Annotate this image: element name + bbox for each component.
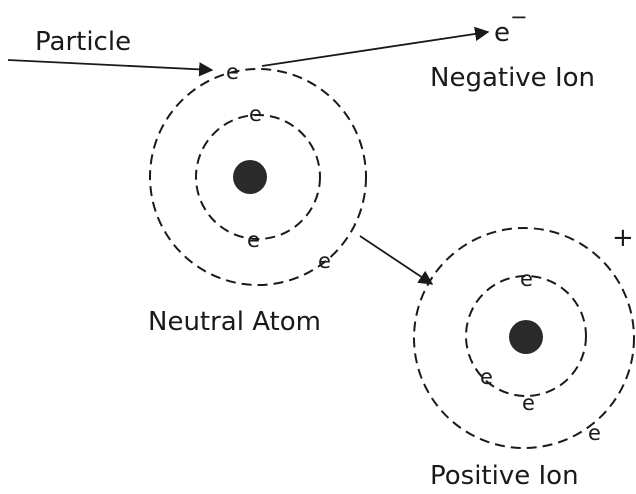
neutral-atom-electron-outer-top: e [226,60,239,84]
neutral-atom: e e e e [149,60,367,286]
neutral-atom-inner-orbit [195,114,321,240]
positive-ion-electron-outer-bottom: e [588,421,601,445]
neutral-atom-label: Neutral Atom [148,307,321,337]
ionization-arrow [359,235,434,285]
positive-ion-nucleus [509,320,543,354]
neutral-atom-electron-inner-top: e [249,102,262,126]
positive-ion-outer-orbit [413,227,635,449]
positive-charge-sign: + [612,223,634,253]
neutral-atom-electron-inner-bottom: e [247,228,260,252]
incoming-particle-arrow [7,59,214,77]
positive-ion-electron-inner-top: e [520,267,533,291]
particle-label: Particle [35,27,131,57]
negative-ion-label: Negative Ion [430,63,595,93]
positive-ion-electron-inner-bottom: e [522,391,535,415]
positive-ion: e e e e [413,227,635,449]
negative-charge-sign: − [510,5,528,29]
positive-ion-electron-inner-left: e [480,365,493,389]
neutral-atom-nucleus [233,160,267,194]
positive-ion-label: Positive Ion [430,461,579,491]
ejected-electron-arrow [261,26,490,67]
neutral-atom-outer-orbit [149,68,367,286]
positive-ion-inner-orbit [465,275,587,397]
ejected-electron-label: e [494,18,510,48]
neutral-atom-electron-outer-bottom: e [318,249,331,273]
